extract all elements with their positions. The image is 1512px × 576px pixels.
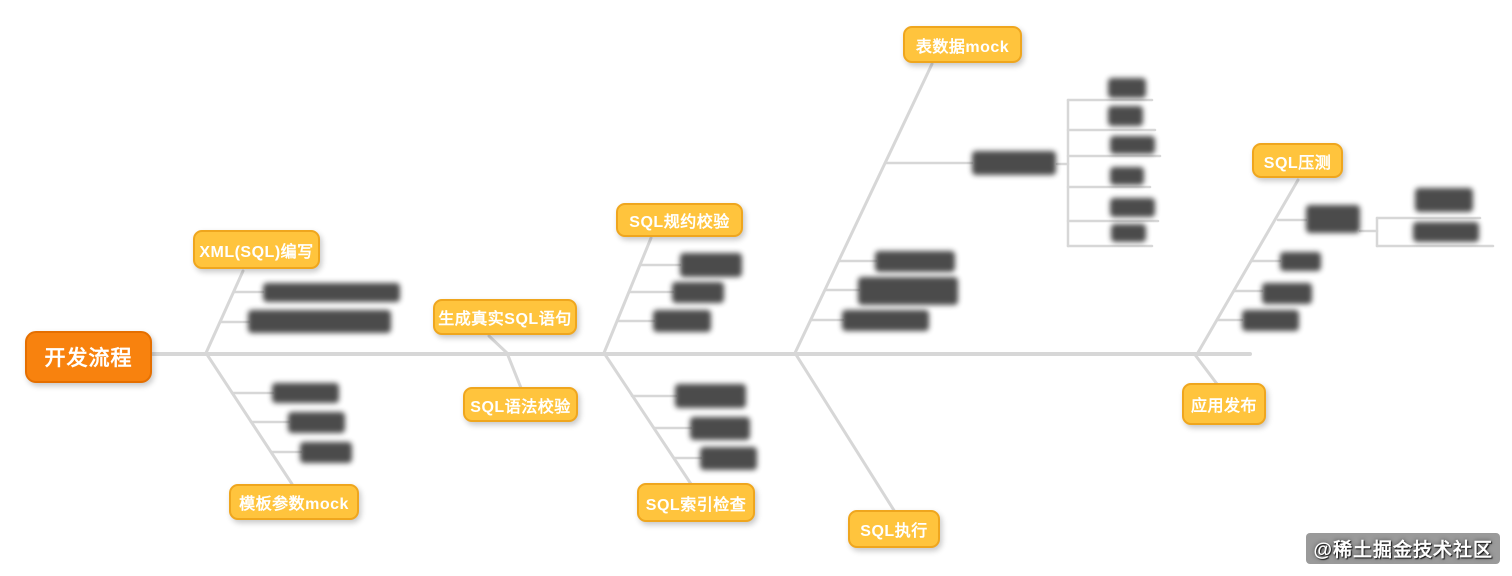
node-app-release[interactable]: 应用发布 bbox=[1182, 383, 1266, 425]
node-sql-rule-check[interactable]: SQL规约校验 bbox=[616, 203, 743, 237]
blurred-node[interactable] bbox=[1415, 188, 1473, 212]
blurred-node[interactable] bbox=[1108, 78, 1146, 98]
blurred-node[interactable] bbox=[1262, 283, 1312, 304]
blurred-node[interactable] bbox=[972, 151, 1056, 175]
rib-tablemock-exec bbox=[793, 62, 934, 514]
blurred-node[interactable] bbox=[875, 251, 955, 272]
blurred-node[interactable] bbox=[1306, 205, 1360, 233]
blurred-node[interactable] bbox=[690, 417, 750, 440]
blurred-node[interactable] bbox=[1413, 222, 1479, 242]
blurred-node[interactable] bbox=[672, 282, 724, 303]
blurred-node[interactable] bbox=[858, 277, 958, 305]
blurred-node[interactable] bbox=[1280, 252, 1321, 271]
blurred-node[interactable] bbox=[1110, 136, 1155, 154]
node-sql-stress-test[interactable]: SQL压测 bbox=[1252, 143, 1343, 178]
blurred-node[interactable] bbox=[300, 442, 352, 463]
table-mock-subtree-lines bbox=[883, 98, 1162, 248]
blurred-node[interactable] bbox=[842, 310, 929, 331]
blurred-node[interactable] bbox=[1242, 310, 1299, 331]
node-generate-real-sql[interactable]: 生成真实SQL语句 bbox=[433, 299, 577, 335]
rib-xml-template-mock bbox=[204, 269, 294, 486]
blurred-node[interactable] bbox=[1110, 167, 1144, 185]
rib-rulecheck-index bbox=[602, 236, 693, 486]
blurred-node[interactable] bbox=[248, 310, 391, 333]
node-xml-sql-write[interactable]: XML(SQL)编写 bbox=[193, 230, 320, 269]
node-template-param-mock[interactable]: 模板参数mock bbox=[229, 484, 359, 520]
blurred-node[interactable] bbox=[263, 283, 400, 302]
rib-gensql-syntax bbox=[487, 334, 523, 390]
sql-stress-subtree-lines bbox=[1358, 216, 1495, 248]
sub-label-stubs bbox=[218, 218, 1308, 460]
node-dev-process[interactable]: 开发流程 bbox=[25, 331, 152, 383]
node-sql-index-check[interactable]: SQL索引检查 bbox=[637, 483, 755, 522]
blurred-node[interactable] bbox=[1110, 198, 1155, 217]
blurred-node[interactable] bbox=[675, 384, 746, 408]
blurred-node[interactable] bbox=[288, 412, 345, 433]
blurred-node[interactable] bbox=[653, 310, 711, 332]
blurred-node[interactable] bbox=[1111, 224, 1146, 242]
node-sql-syntax-check[interactable]: SQL语法校验 bbox=[463, 387, 578, 422]
blurred-node[interactable] bbox=[1108, 106, 1143, 126]
blurred-node[interactable] bbox=[272, 383, 339, 403]
node-sql-execute[interactable]: SQL执行 bbox=[848, 510, 940, 548]
node-table-data-mock[interactable]: 表数据mock bbox=[903, 26, 1022, 63]
rib-stress-release bbox=[1194, 178, 1300, 386]
juejin-watermark: @稀土掘金技术社区 bbox=[1306, 533, 1500, 564]
blurred-node[interactable] bbox=[680, 253, 742, 277]
blurred-node[interactable] bbox=[700, 447, 757, 470]
